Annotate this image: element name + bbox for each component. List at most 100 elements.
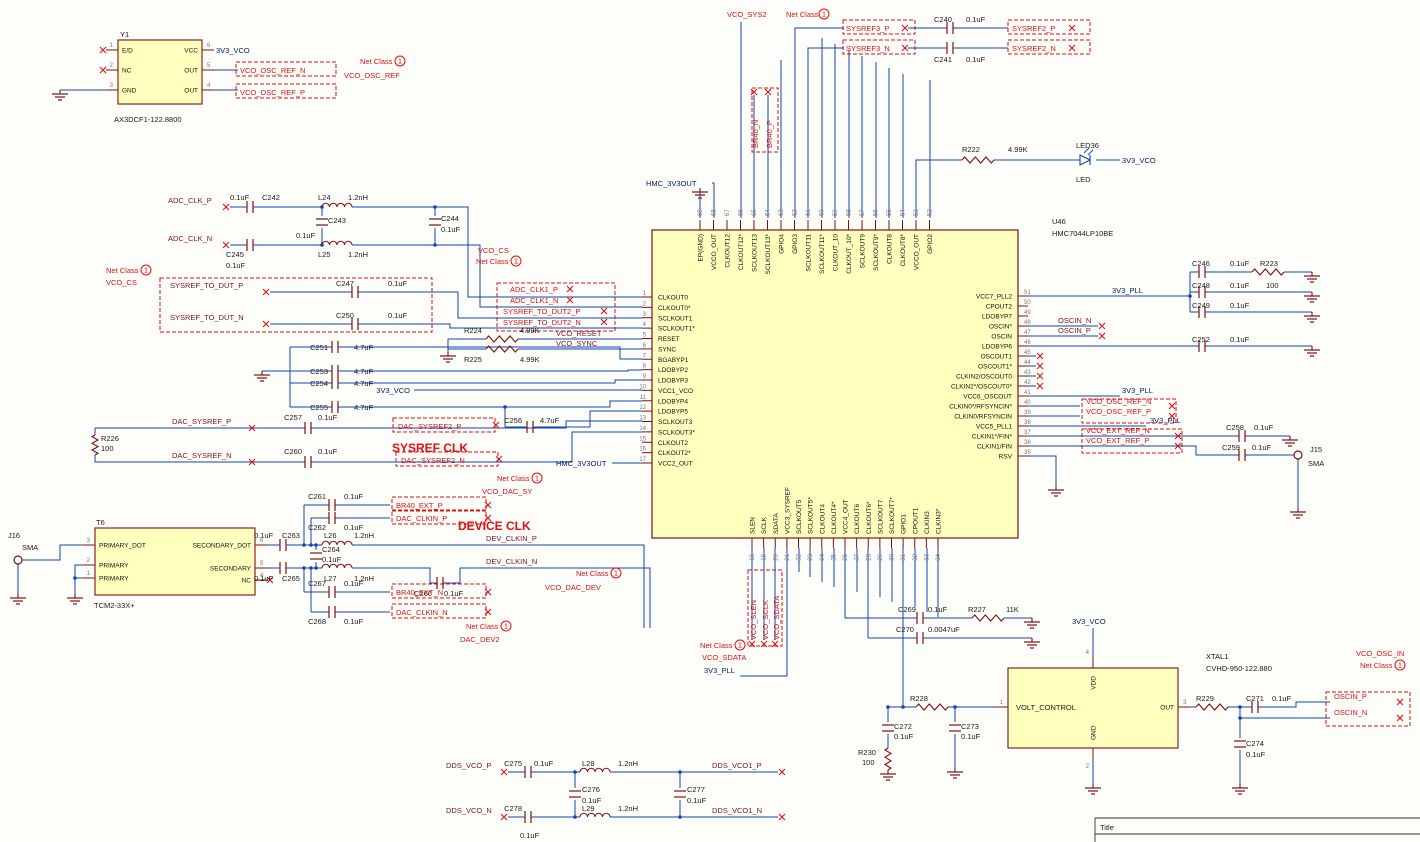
no-erc-marker[interactable] xyxy=(748,640,756,648)
no-erc-marker[interactable] xyxy=(1396,714,1404,722)
designator[interactable]: C265 xyxy=(282,574,300,583)
directive-label[interactable]: SYSREF_TO_DUT2_N xyxy=(503,318,581,327)
designator[interactable]: C273 xyxy=(961,722,979,731)
directive-label[interactable]: SYSREF_TO_DUT2_P xyxy=(503,307,580,316)
designator[interactable]: R222 xyxy=(962,145,980,154)
designator[interactable]: 4.7uF xyxy=(354,343,374,352)
designator[interactable]: LED36 xyxy=(1076,141,1099,150)
designator[interactable]: 0.1uF xyxy=(254,574,274,583)
designator[interactable]: 0.1uF xyxy=(1230,301,1250,310)
designator[interactable]: 0.1uF xyxy=(388,279,408,288)
wire[interactable] xyxy=(533,410,642,428)
designator[interactable]: 0.1uF xyxy=(1254,423,1274,432)
no-erc-marker[interactable] xyxy=(1036,352,1044,360)
designator[interactable]: C249 xyxy=(1192,301,1210,310)
designator[interactable]: 4.99K xyxy=(520,355,540,364)
designator[interactable]: L26 xyxy=(324,531,337,540)
designator[interactable]: 0.1uF xyxy=(1230,335,1250,344)
designator[interactable]: 0.1uF xyxy=(1230,259,1250,268)
designator[interactable]: 0.1uF xyxy=(344,579,364,588)
wire[interactable] xyxy=(22,544,83,561)
designator[interactable]: C243 xyxy=(328,216,346,225)
designator[interactable]: C276 xyxy=(582,785,600,794)
designator[interactable]: C241 xyxy=(934,55,952,64)
wire[interactable] xyxy=(74,564,83,594)
directive-label[interactable]: VCO_OSC_IN xyxy=(1356,649,1404,658)
designator[interactable]: C261 xyxy=(308,492,326,501)
wire[interactable] xyxy=(311,420,642,429)
designator[interactable]: C270 xyxy=(896,625,914,634)
designator[interactable]: 0.1uF xyxy=(226,261,246,270)
directive-label[interactable]: BR40_N xyxy=(751,120,760,148)
designator[interactable]: 0.1uF xyxy=(966,55,986,64)
designator[interactable]: 0.1uF xyxy=(344,523,364,532)
designator[interactable]: 0.1uF xyxy=(1272,694,1292,703)
wire[interactable] xyxy=(338,379,642,384)
power-net-label[interactable]: 3V3_PLL xyxy=(1122,386,1153,395)
no-erc-marker[interactable] xyxy=(222,241,230,249)
wire[interactable] xyxy=(352,544,645,628)
power-net-label[interactable]: 3V3_VCO xyxy=(1122,156,1156,165)
wire[interactable] xyxy=(358,291,642,319)
designator[interactable]: 0.1uF xyxy=(230,193,250,202)
designator[interactable]: C244 xyxy=(441,214,459,223)
directive-label[interactable]: Net Class xyxy=(700,641,733,650)
no-erc-marker[interactable] xyxy=(262,288,270,296)
directive-label[interactable]: OSCIN_P xyxy=(1334,692,1367,701)
designator[interactable]: R225 xyxy=(464,355,482,364)
resistor-symbol[interactable] xyxy=(961,156,995,164)
designator[interactable]: AX3DCF1-122.8800 xyxy=(114,115,182,124)
resistor-symbol[interactable] xyxy=(1251,268,1285,276)
designator[interactable]: 1.2nH xyxy=(354,574,374,583)
designator[interactable]: 0.1uF xyxy=(1246,750,1266,759)
designator[interactable]: C271 xyxy=(1246,694,1264,703)
directive-label[interactable]: BR40_EXT_P xyxy=(396,501,443,510)
designator[interactable]: C248 xyxy=(1192,281,1210,290)
designator[interactable]: 0.1uF xyxy=(966,15,986,24)
no-erc-marker[interactable] xyxy=(99,66,107,74)
no-erc-marker[interactable] xyxy=(600,307,608,315)
designator[interactable]: C258 xyxy=(1226,423,1244,432)
designator[interactable]: R229 xyxy=(1196,694,1214,703)
designator[interactable]: CVHD-950-122.880 xyxy=(1206,664,1272,673)
no-erc-marker[interactable] xyxy=(484,501,492,509)
directive-label[interactable]: VCO_OSC_REF_P xyxy=(1086,407,1151,416)
sma-connector[interactable] xyxy=(1293,450,1303,460)
no-erc-marker[interactable] xyxy=(778,768,786,776)
resistor-symbol[interactable] xyxy=(485,335,519,343)
designator[interactable]: C267 xyxy=(308,579,326,588)
power-net-label[interactable]: 3V3_PLL xyxy=(1112,286,1143,295)
designator[interactable]: 0.1uF xyxy=(344,492,364,501)
no-erc-marker[interactable] xyxy=(1036,372,1044,380)
wire[interactable] xyxy=(807,47,844,218)
designator[interactable]: C251 xyxy=(310,343,328,352)
net-class-region[interactable] xyxy=(395,451,499,467)
directive-label[interactable]: DAC_CLKIN_N xyxy=(396,608,448,617)
net-label[interactable]: OSCIN_P xyxy=(1058,326,1091,335)
no-erc-marker[interactable] xyxy=(1174,432,1182,440)
net-class-icon[interactable] xyxy=(500,620,512,632)
net-class-region[interactable] xyxy=(751,87,779,153)
directive-label[interactable]: VCO_SLEN xyxy=(749,600,758,640)
net-class-icon[interactable] xyxy=(510,255,522,267)
designator[interactable]: XTAL1 xyxy=(1206,652,1228,661)
designator[interactable]: L28 xyxy=(582,759,595,768)
designator[interactable]: 0.1uF xyxy=(318,447,338,456)
net-class-region[interactable] xyxy=(392,417,496,433)
directive-label[interactable]: Net Class xyxy=(1360,661,1393,670)
designator[interactable]: Y1 xyxy=(120,30,129,39)
wire[interactable] xyxy=(352,206,642,298)
designator[interactable]: Title xyxy=(1100,823,1114,832)
power-net-label[interactable]: 3V3_PLL xyxy=(704,666,735,675)
no-erc-marker[interactable] xyxy=(248,458,256,466)
designator[interactable]: R224 xyxy=(464,326,482,335)
net-label[interactable]: SYSREF_TO_DUT_P xyxy=(170,281,243,290)
designator[interactable]: HMC7044LP10BE xyxy=(1052,229,1113,238)
net-label[interactable]: DDS_VCO_N xyxy=(446,806,492,815)
net-label[interactable]: OSCIN_N xyxy=(1058,316,1091,325)
no-erc-marker[interactable] xyxy=(566,285,574,293)
directive-label[interactable]: VCO_DAC_SY xyxy=(482,487,532,496)
resistor-symbol[interactable] xyxy=(1195,703,1229,711)
net-class-icon[interactable] xyxy=(140,264,152,276)
designator[interactable]: C259 xyxy=(1222,443,1240,452)
